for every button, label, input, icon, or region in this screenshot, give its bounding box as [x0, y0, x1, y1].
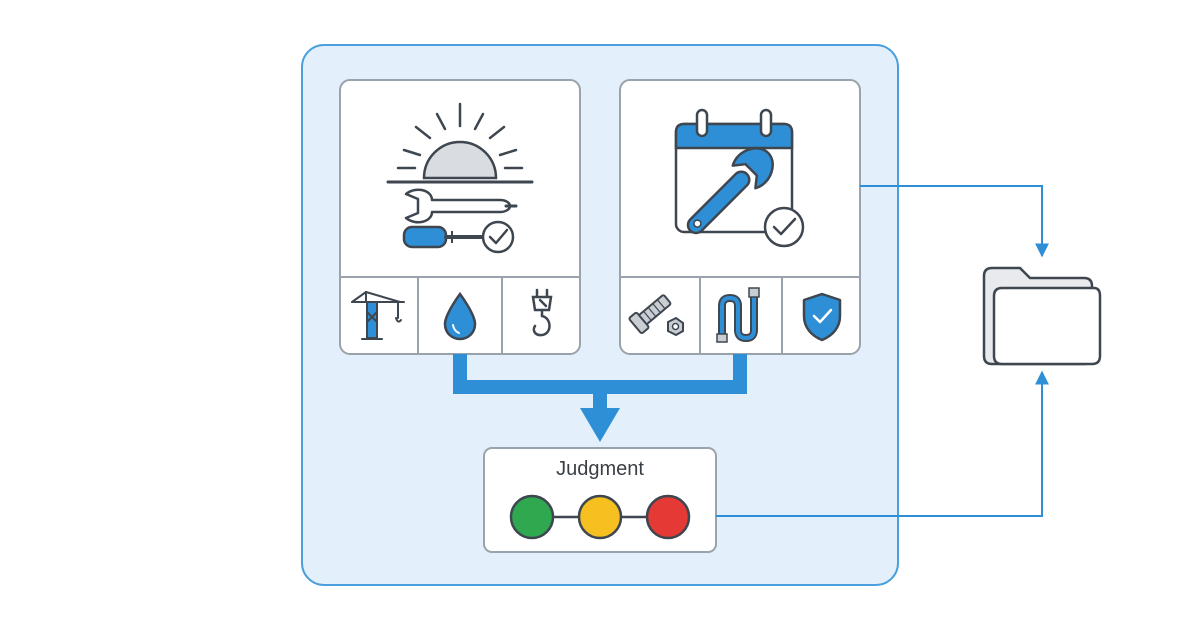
merge-arrow — [453, 354, 747, 410]
light-red — [645, 494, 691, 540]
judgment-label: Judgment — [556, 458, 644, 480]
merge-arrow-head — [580, 408, 620, 442]
water-drop-icon — [443, 291, 477, 341]
light-yellow — [577, 494, 623, 540]
folder-icon — [982, 266, 1102, 366]
calendar-wrench-check-icon — [674, 108, 805, 248]
crane-hook-icon — [531, 288, 553, 337]
shield-check-icon — [802, 292, 842, 342]
maintenance-card-right — [619, 79, 861, 355]
tower-crane-icon — [351, 291, 405, 340]
sunrise-tools-check-icon — [386, 102, 534, 254]
light-green — [509, 494, 555, 540]
inspection-card-left — [339, 79, 581, 355]
connector-judgment-to-folder — [716, 370, 1049, 517]
hose-cable-icon — [716, 287, 760, 343]
bolt-nut-icon — [628, 294, 684, 337]
connector-card-to-folder — [860, 185, 1049, 258]
